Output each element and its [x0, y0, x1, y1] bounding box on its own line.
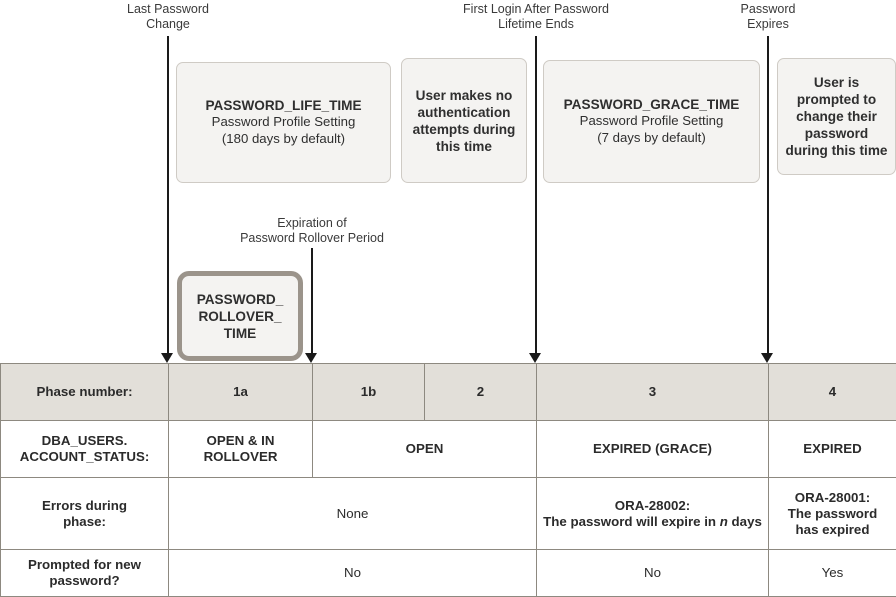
cell-prompted-no-1: No: [169, 550, 537, 597]
cell-status-open: OPEN: [313, 421, 537, 478]
cell-errors-ora-28002-text: ORA-28002: The password will expire in: [543, 498, 716, 529]
box-password-grace-time-title: PASSWORD_GRACE_TIME: [564, 97, 740, 112]
box-password-life-time-line3: (180 days by default): [222, 131, 345, 146]
box-password-grace-time-line2: Password Profile Setting: [580, 113, 724, 128]
timeline-line-expiration-rollover: [311, 248, 313, 356]
cell-phase-1a: 1a: [169, 364, 313, 421]
box-password-rollover-time-title: PASSWORD_ ROLLOVER_ TIME: [197, 291, 284, 342]
box-no-authentication-attempts-text: User makes no authentication attempts du…: [408, 87, 520, 155]
phase-table: Phase number: 1a 1b 2 3 4 DBA_USERS. ACC…: [0, 363, 896, 597]
marker-label-expiration-of-rollover-period: Expiration of Password Rollover Period: [172, 216, 452, 246]
cell-phase-1b: 1b: [313, 364, 425, 421]
table-row-prompted-for-new-password: Prompted for new password? No No Yes: [1, 550, 896, 597]
row-header-phase-number: Phase number:: [1, 364, 169, 421]
cell-errors-ora-28002-days: days: [728, 514, 762, 529]
cell-errors-ora-28001: ORA-28001: The password has expired: [769, 478, 896, 550]
cell-errors-ora-28002: ORA-28002: The password will expire in n…: [537, 478, 769, 550]
row-header-account-status: DBA_USERS. ACCOUNT_STATUS:: [1, 421, 169, 478]
timeline-arrowhead-password-expires: [761, 353, 773, 363]
row-header-prompted-for-new-password: Prompted for new password?: [1, 550, 169, 597]
timeline-line-password-expires: [767, 36, 769, 356]
cell-phase-4: 4: [769, 364, 896, 421]
box-password-life-time-title: PASSWORD_LIFE_TIME: [205, 98, 361, 113]
marker-label-first-login-after-lifetime: First Login After Password Lifetime Ends: [436, 2, 636, 32]
box-user-prompted-to-change: User is prompted to change their passwor…: [777, 58, 896, 175]
box-password-life-time: PASSWORD_LIFE_TIME Password Profile Sett…: [176, 62, 391, 183]
box-password-grace-time-line3: (7 days by default): [597, 130, 706, 145]
box-password-grace-time: PASSWORD_GRACE_TIME Password Profile Set…: [543, 60, 760, 183]
box-password-life-time-line2: Password Profile Setting: [212, 114, 356, 129]
timeline-arrowhead-expiration-rollover: [305, 353, 317, 363]
timeline-line-first-login: [535, 36, 537, 356]
timeline-line-last-password-change: [167, 36, 169, 356]
cell-errors-ora-28002-var: n: [720, 514, 728, 529]
table-row-errors-during-phase: Errors during phase: None ORA-28002: The…: [1, 478, 896, 550]
cell-status-1a: OPEN & IN ROLLOVER: [169, 421, 313, 478]
row-header-errors-during-phase: Errors during phase:: [1, 478, 169, 550]
box-no-authentication-attempts: User makes no authentication attempts du…: [401, 58, 527, 183]
table-row-phase-number: Phase number: 1a 1b 2 3 4: [1, 364, 896, 421]
timeline-arrowhead-first-login: [529, 353, 541, 363]
marker-label-last-password-change: Last Password Change: [88, 2, 248, 32]
cell-phase-3: 3: [537, 364, 769, 421]
cell-status-expired-grace: EXPIRED (GRACE): [537, 421, 769, 478]
cell-prompted-no-2: No: [537, 550, 769, 597]
cell-phase-2: 2: [425, 364, 537, 421]
box-user-prompted-to-change-text: User is prompted to change their passwor…: [784, 74, 889, 159]
box-password-rollover-time: PASSWORD_ ROLLOVER_ TIME: [177, 271, 303, 361]
cell-prompted-yes: Yes: [769, 550, 896, 597]
cell-status-expired: EXPIRED: [769, 421, 896, 478]
table-row-account-status: DBA_USERS. ACCOUNT_STATUS: OPEN & IN ROL…: [1, 421, 896, 478]
cell-errors-none: None: [169, 478, 537, 550]
timeline-arrowhead-last-password-change: [161, 353, 173, 363]
marker-label-password-expires: Password Expires: [708, 2, 828, 32]
